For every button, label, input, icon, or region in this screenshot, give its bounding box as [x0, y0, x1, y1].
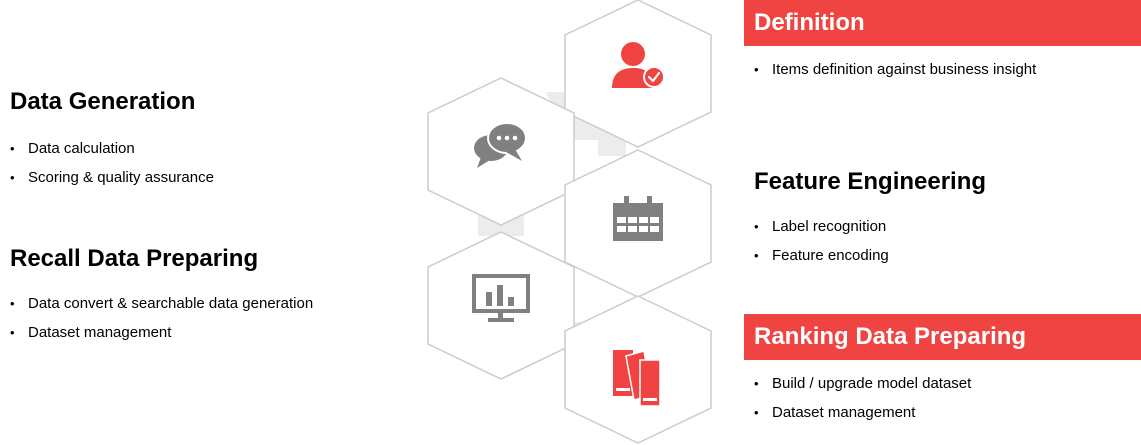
definition-title: Definition	[744, 0, 1141, 46]
hexagon-recall-data-preparing	[427, 231, 575, 380]
hexagon-feature-engineering	[564, 149, 712, 298]
list-item: Dataset management	[754, 398, 1141, 427]
calendar-icon	[613, 196, 663, 241]
books-icon	[613, 350, 661, 407]
hexagon-definition	[564, 0, 712, 148]
list-item: Dataset management	[10, 318, 313, 347]
definition-section: Definition Items definition against busi…	[744, 0, 1141, 84]
user-check-icon	[612, 42, 665, 88]
definition-list: Items definition against business insigh…	[754, 55, 1141, 84]
data-generation-title: Data Generation	[10, 88, 196, 115]
recall-data-preparing-section: Recall Data Preparing Data convert & sea…	[10, 245, 313, 347]
list-item: Label recognition	[754, 212, 986, 241]
data-generation-section: Data Generation Data calculation Scoring…	[10, 88, 214, 192]
list-item: Data calculation	[10, 134, 214, 163]
hexagon-ranking-data-preparing	[564, 295, 712, 444]
hexagon-data-generation	[427, 77, 575, 226]
feature-engineering-section: Feature Engineering Label recognition Fe…	[754, 168, 986, 270]
list-item: Feature encoding	[754, 241, 986, 270]
chat-bubbles-icon	[474, 122, 527, 168]
list-item: Items definition against business insigh…	[754, 55, 1141, 84]
recall-data-preparing-list: Data convert & searchable data generatio…	[10, 289, 313, 347]
feature-engineering-title: Feature Engineering	[754, 168, 987, 195]
list-item: Data convert & searchable data generatio…	[10, 289, 313, 318]
list-item: Scoring & quality assurance	[10, 163, 214, 192]
recall-data-preparing-title: Recall Data Preparing	[10, 245, 259, 272]
feature-engineering-list: Label recognition Feature encoding	[754, 212, 986, 270]
ranking-data-preparing-title: Ranking Data Preparing	[744, 314, 1141, 360]
list-item: Build / upgrade model dataset	[754, 369, 1141, 398]
ranking-data-preparing-section: Ranking Data Preparing Build / upgrade m…	[744, 314, 1141, 427]
data-generation-list: Data calculation Scoring & quality assur…	[10, 134, 214, 192]
ranking-data-preparing-list: Build / upgrade model dataset Dataset ma…	[754, 369, 1141, 427]
monitor-chart-icon	[472, 274, 530, 322]
